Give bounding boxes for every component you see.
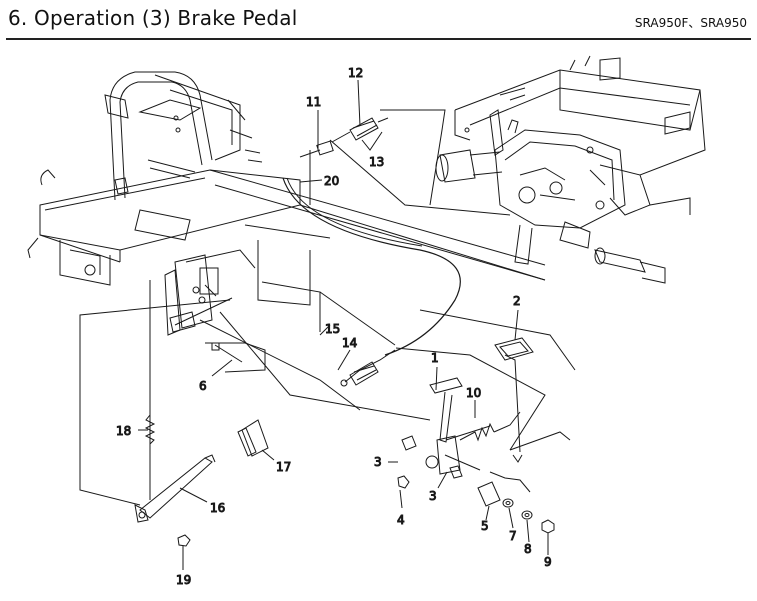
callout-6: 6 bbox=[199, 379, 207, 393]
transmission-assembly bbox=[435, 55, 706, 284]
callout-19: 19 bbox=[176, 573, 191, 587]
callout-18: 18 bbox=[116, 424, 131, 438]
callout-16: 16 bbox=[210, 501, 225, 515]
callout-3b: 3 bbox=[429, 489, 437, 503]
callout-14: 14 bbox=[342, 336, 357, 350]
callout-7: 7 bbox=[509, 529, 517, 543]
callout-5: 5 bbox=[481, 519, 489, 533]
callout-12: 12 bbox=[348, 66, 363, 80]
callout-8: 8 bbox=[524, 542, 532, 556]
brake-cable-and-leaders bbox=[79, 79, 576, 570]
callout-4: 4 bbox=[397, 513, 405, 527]
callout-labels: 1 2 3 3 4 5 6 7 8 9 10 11 12 13 14 15 16… bbox=[116, 66, 553, 588]
frame-assembly-left bbox=[27, 71, 546, 336]
callout-11: 11 bbox=[306, 95, 321, 109]
callout-9: 9 bbox=[544, 555, 552, 569]
header-divider bbox=[6, 38, 751, 40]
model-label: SRA950F、SRA950 bbox=[634, 16, 747, 30]
callout-13: 13 bbox=[369, 155, 384, 169]
callout-2: 2 bbox=[513, 294, 521, 308]
page-title: 6. Operation (3) Brake Pedal bbox=[8, 6, 298, 30]
callout-17: 17 bbox=[276, 460, 291, 474]
callout-20: 20 bbox=[324, 174, 339, 188]
callout-15: 15 bbox=[325, 322, 340, 336]
callout-3a: 3 bbox=[374, 455, 382, 469]
callout-1: 1 bbox=[431, 351, 439, 365]
callout-10: 10 bbox=[466, 386, 481, 400]
